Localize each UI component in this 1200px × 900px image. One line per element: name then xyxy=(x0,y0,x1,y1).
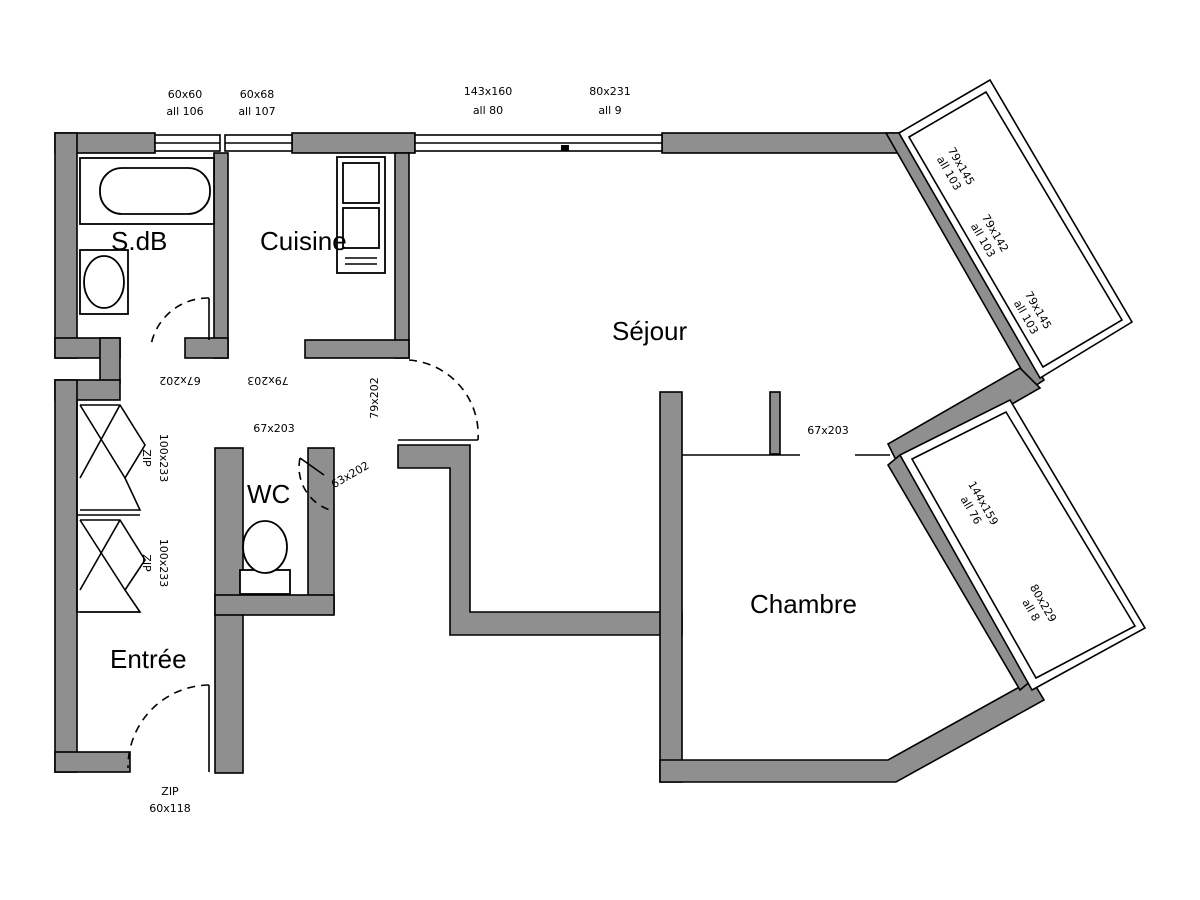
wall-top-mid xyxy=(291,132,416,154)
wall-closet-stub xyxy=(769,391,781,455)
door-label-hall: 67x203 xyxy=(253,422,295,435)
room-labels: S.dB Cuisine Séjour Chambre Entrée WC xyxy=(110,226,857,674)
closet-top xyxy=(79,404,146,511)
door-swings xyxy=(127,297,479,769)
door-arc-entree xyxy=(127,684,210,769)
door-label-wc: 63x202 xyxy=(329,459,371,491)
door-arc-sejour xyxy=(408,359,479,441)
entry-door-label-size: 60x118 xyxy=(149,802,191,815)
door-label-chambre: 67x203 xyxy=(807,424,849,437)
closet-label-size: 100x233 xyxy=(157,434,170,483)
room-label-sejour: Séjour xyxy=(612,316,687,346)
thin-partitions xyxy=(76,400,890,772)
closet-label-size: 100x233 xyxy=(157,539,170,588)
window-label-size: 80x231 xyxy=(589,85,631,98)
toilet-bowl xyxy=(242,520,288,574)
bay-window-upper xyxy=(897,78,1134,380)
wall-kitchen-right xyxy=(394,152,410,359)
wall-bath-kitchen xyxy=(213,152,229,359)
window-sejour-mullion xyxy=(561,145,569,151)
wall-jog xyxy=(99,337,121,384)
room-label-sdb: S.dB xyxy=(111,226,167,256)
door-label-cuisine: 79x203 xyxy=(247,374,289,387)
walls xyxy=(54,132,1046,783)
fixtures xyxy=(79,156,386,613)
wall-bedroom-bottom xyxy=(659,678,1046,783)
wall-kitchen-bottom xyxy=(304,339,410,359)
wall-left-lower xyxy=(54,379,78,773)
window-label-height: all 80 xyxy=(473,104,503,117)
window-label-size: 143x160 xyxy=(464,85,513,98)
door-label-sejour: 79x202 xyxy=(368,377,381,419)
room-label-cuisine: Cuisine xyxy=(260,226,347,256)
window-label-height: all 9 xyxy=(598,104,621,117)
wall-hall-living xyxy=(397,444,683,636)
window-label-height: all 106 xyxy=(166,105,203,118)
wall-top-right xyxy=(661,132,900,154)
bay-window-lower xyxy=(898,398,1147,692)
wall-wc-right xyxy=(307,447,335,614)
wall-entry-bottom xyxy=(54,751,131,773)
room-label-wc: WC xyxy=(247,479,290,509)
wall-left-upper xyxy=(54,132,78,359)
entry-door-label-mark: ZIP xyxy=(161,785,179,798)
sink-bowl-1 xyxy=(342,162,380,204)
washbasin-bowl xyxy=(83,255,125,309)
door-label-sdb: 67x202 xyxy=(159,374,201,387)
wall-bath-bottom-right xyxy=(184,337,229,359)
door-arc-sdb xyxy=(150,297,210,346)
wall-bay-upper-side xyxy=(884,132,1046,390)
room-label-chambre: Chambre xyxy=(750,589,857,619)
window-label-size: 60x60 xyxy=(168,88,203,101)
window-label-height: all 107 xyxy=(238,105,275,118)
bay-window-lower-inner xyxy=(910,410,1137,680)
windows xyxy=(154,78,1147,692)
closet-label-mark: ZIP xyxy=(140,449,153,467)
room-label-entree: Entrée xyxy=(110,644,187,674)
bathtub-basin xyxy=(99,167,211,215)
closet-bottom xyxy=(79,519,146,613)
closet-label-mark: ZIP xyxy=(140,554,153,572)
wall-wc-bottom xyxy=(214,594,335,616)
sink-bowl-2 xyxy=(342,207,380,249)
door-arc-wc xyxy=(298,457,331,511)
wall-bedroom-left xyxy=(659,391,683,783)
bay-window-upper-inner xyxy=(907,90,1124,369)
window-label-size: 60x68 xyxy=(240,88,275,101)
toilet-tank xyxy=(239,569,291,595)
